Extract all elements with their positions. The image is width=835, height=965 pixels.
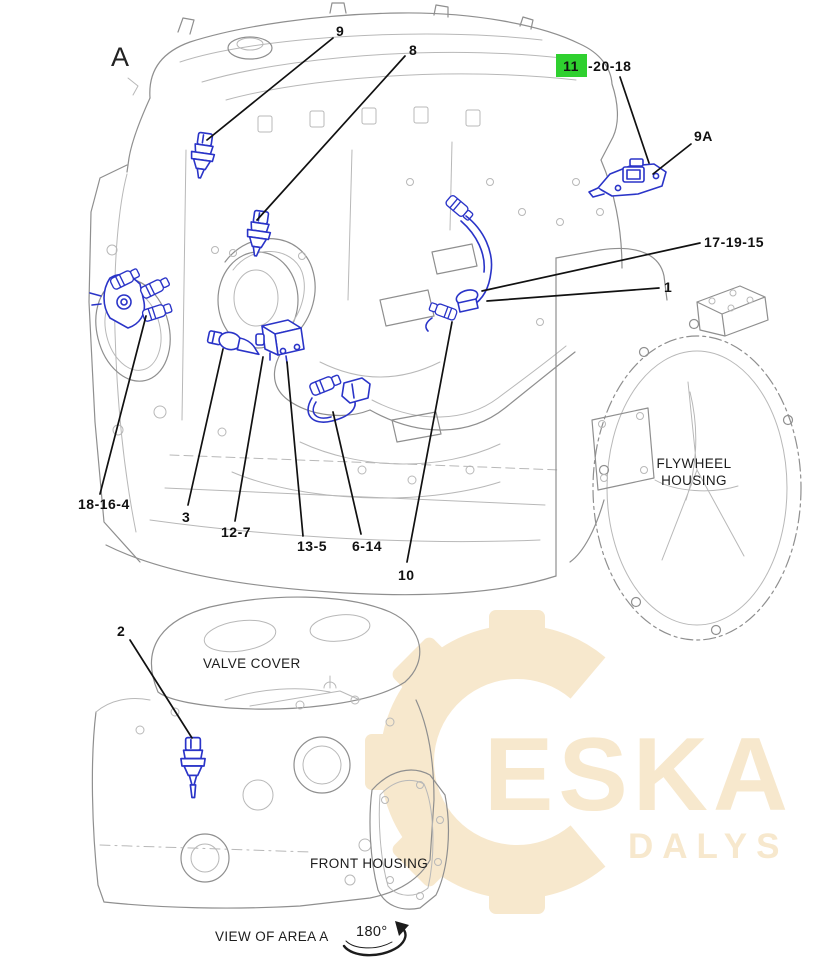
valve-cover-label: VALVE COVER — [203, 656, 301, 671]
flywheel-housing-label-line1: FLYWHEEL — [657, 456, 732, 471]
leader-2 — [129, 639, 193, 739]
callout-8[interactable]: 8 — [409, 42, 417, 58]
callout-13-5[interactable]: 13-5 — [297, 538, 327, 554]
sensor-item-12-13 — [255, 319, 305, 364]
text-annotations: FLYWHEEL HOUSING VALVE COVER FRONT HOUSI… — [203, 456, 732, 957]
engine-main-view-art — [88, 2, 618, 596]
callout-10[interactable]: 10 — [398, 567, 415, 583]
callout-1[interactable]: 1 — [664, 279, 672, 295]
sensor-item-2 — [180, 736, 206, 799]
harness-17-19-15 — [425, 193, 493, 332]
leader-3 — [187, 348, 224, 506]
leader-9a — [652, 143, 692, 175]
flywheel-housing-label-line2: HOUSING — [661, 473, 727, 488]
callout-11-20-18[interactable]: 11 -20-18 — [556, 54, 631, 77]
callout-9[interactable]: 9 — [336, 23, 344, 39]
leader-lines — [99, 37, 701, 739]
leader-9 — [206, 37, 334, 141]
front-housing-view-art — [91, 596, 450, 910]
connector-pair-6-14 — [307, 372, 371, 423]
leader-8 — [256, 55, 406, 221]
rotation-degrees-label: 180° — [356, 924, 388, 940]
leader-1 — [486, 287, 660, 302]
watermark-gear-icon — [365, 610, 606, 914]
callout-labels: A 9 8 11 -20-18 9A 17-19-15 1 18-16-4 3 … — [78, 23, 764, 639]
watermark: ESKA DALYS — [365, 610, 793, 914]
sensor-item-3 — [206, 330, 260, 356]
sensor-item-9 — [187, 130, 218, 181]
callout-18-16-4[interactable]: 18-16-4 — [78, 496, 130, 512]
callout-3[interactable]: 3 — [182, 509, 190, 525]
front-housing-label: FRONT HOUSING — [310, 856, 428, 871]
callout-2[interactable]: 2 — [117, 623, 125, 639]
connector-cluster-18-16-4 — [89, 266, 174, 329]
sensor-item-8 — [243, 208, 274, 259]
area-letter-label: A — [111, 42, 129, 72]
callout-6-14[interactable]: 6-14 — [352, 538, 382, 554]
leader-12-7 — [234, 356, 264, 522]
watermark-brand-text: ESKA — [484, 717, 793, 833]
callout-12-7[interactable]: 12-7 — [221, 524, 251, 540]
view-of-area-caption: VIEW OF AREA A — [215, 929, 329, 944]
watermark-subtitle-text: DALYS — [628, 827, 788, 866]
callout-11-highlight-box[interactable] — [556, 54, 587, 77]
leader-11-20-18 — [619, 76, 650, 164]
leader-13-5 — [286, 361, 304, 537]
flywheel-housing-art — [555, 159, 802, 641]
leader-18-16-4 — [99, 315, 147, 495]
leader-6-14 — [332, 411, 362, 535]
leader-17-19-15 — [481, 242, 701, 292]
callout-11-suffix[interactable]: -20-18 — [588, 58, 631, 74]
callout-17-19-15[interactable]: 17-19-15 — [704, 234, 764, 250]
highlighted-parts — [89, 130, 667, 799]
sensor-item-9a — [588, 158, 667, 198]
callout-9a[interactable]: 9A — [694, 128, 713, 144]
leader-10 — [406, 321, 453, 563]
callout-11-highlighted[interactable]: 11 — [563, 58, 579, 74]
rotation-arrow-icon — [342, 921, 409, 957]
